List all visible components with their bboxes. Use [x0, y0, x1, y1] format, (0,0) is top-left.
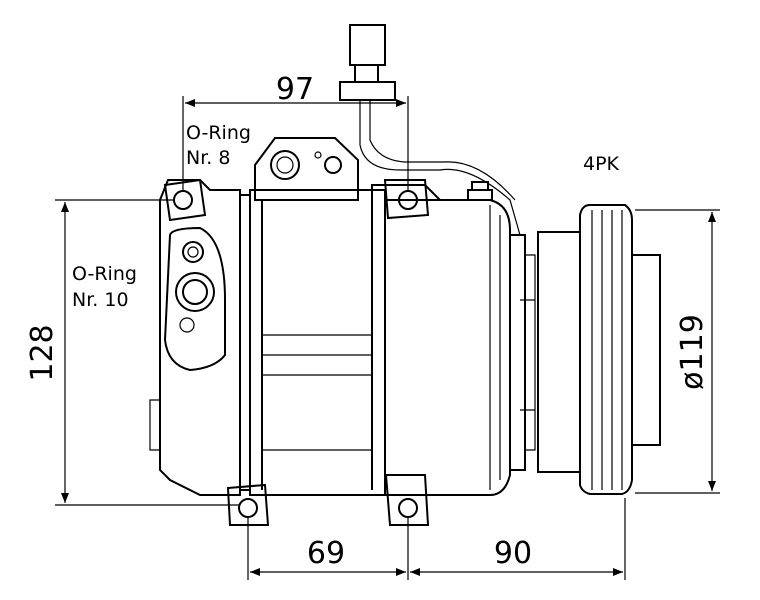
- dimension-97: [182, 96, 409, 190]
- oring-10-label-line1: O-Ring: [72, 263, 137, 285]
- dimension-128: [55, 199, 240, 506]
- oring-8-label-line2: Nr. 8: [186, 147, 230, 169]
- dim-128-label: 128: [25, 324, 60, 381]
- dimension-69-90: [247, 498, 626, 580]
- compressor-body: [149, 24, 536, 526]
- dimension-119: [635, 209, 720, 494]
- pulley-type-label: 4PK: [583, 153, 620, 175]
- oring-8-label-line1: O-Ring: [186, 122, 251, 144]
- dim-97-label: 97: [276, 72, 314, 107]
- oring-10-label-line2: Nr. 10: [72, 289, 129, 311]
- dim-69-label: 69: [307, 536, 345, 571]
- pulley: [537, 204, 661, 495]
- dim-119-label: ø119: [675, 314, 710, 390]
- dim-90-label: 90: [494, 536, 532, 571]
